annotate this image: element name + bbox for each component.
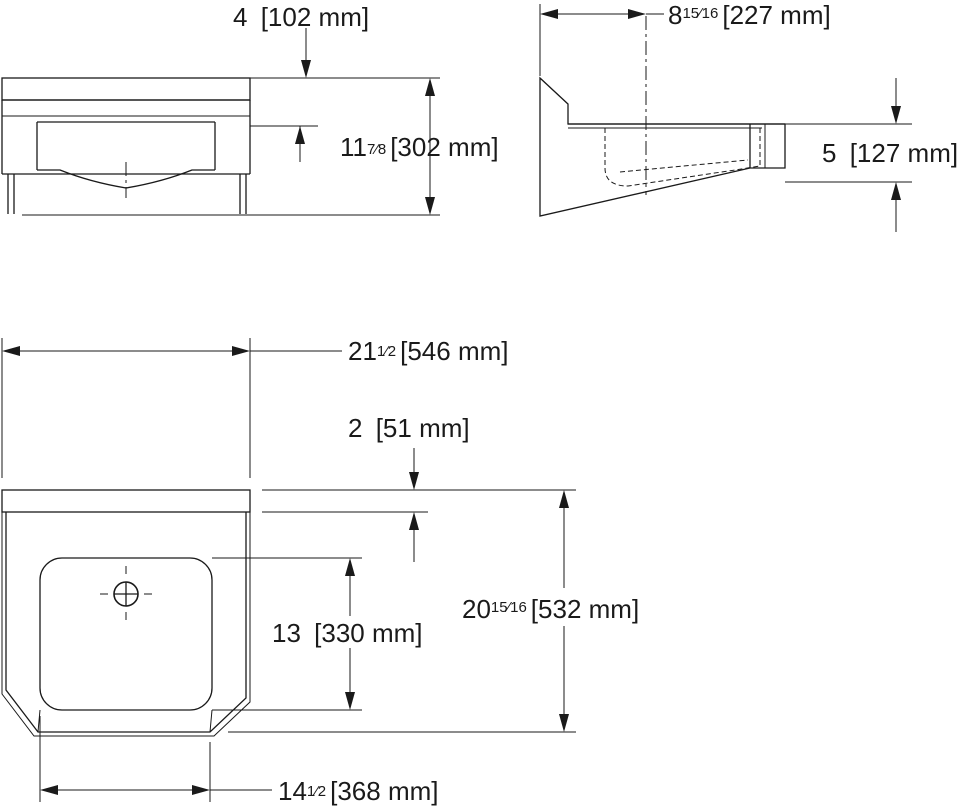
overall-depth-whole: 20 [462, 594, 491, 624]
svg-text:4 [102 mm]: 4 [102 mm] [233, 2, 369, 32]
back-ledge-metric: [51 mm] [376, 413, 470, 443]
side-depth-dimension: 815⁄16[227 mm] [540, 0, 831, 30]
svg-text:5 [127 mm]: 5 [127 mm] [822, 138, 958, 168]
bowl-length-whole: 13 [272, 618, 301, 648]
overall-depth-metric: [532 mm] [531, 594, 639, 624]
svg-text:13 [330 mm]: 13 [330 mm] [272, 618, 423, 648]
top-depth-whole: 4 [233, 2, 247, 32]
bowl-depth-whole: 5 [822, 138, 836, 168]
bowl-depth-dimension: 5 [127 mm] [822, 78, 958, 232]
side-elevation-view [539, 4, 912, 217]
front-height-whole: 11 [340, 132, 367, 162]
svg-text:141⁄2[368 mm]: 141⁄2[368 mm] [278, 776, 439, 806]
side-depth-frac: 15⁄16 [682, 5, 718, 22]
bowl-length-metric: [330 mm] [314, 618, 422, 648]
bowl-width-dimension: 141⁄2[368 mm] [40, 776, 439, 806]
overall-width-metric: [546 mm] [400, 336, 508, 366]
overall-depth-frac: 15⁄16 [491, 599, 527, 616]
back-ledge-whole: 2 [348, 413, 362, 443]
top-depth-metric: [102 mm] [261, 2, 369, 32]
overall-width-frac: 1⁄2 [377, 343, 396, 360]
bowl-width-frac: 1⁄2 [307, 783, 326, 800]
bowl-depth-metric: [127 mm] [850, 138, 958, 168]
front-elevation-view [1, 77, 440, 216]
side-depth-whole: 8 [668, 0, 682, 30]
bowl-width-whole: 14 [278, 776, 307, 806]
svg-text:2 [51 mm]: 2 [51 mm] [348, 413, 470, 443]
side-depth-metric: [227 mm] [722, 0, 830, 30]
bowl-length-dimension: 13 [330 mm] [272, 558, 423, 710]
front-height-metric: [302 mm] [390, 132, 498, 162]
svg-text:815⁄16[227 mm]: 815⁄16[227 mm] [668, 0, 831, 30]
plan-view [1, 338, 576, 802]
overall-depth-dimension: 2015⁄16[532 mm] [462, 490, 639, 732]
top-depth-dimension: 4 [102 mm] [233, 2, 369, 162]
svg-text:117⁄8[302 mm]: 117⁄8[302 mm] [340, 132, 499, 162]
overall-width-dimension: 211⁄2[546 mm] [2, 336, 509, 366]
svg-text:211⁄2[546 mm]: 211⁄2[546 mm] [348, 336, 509, 366]
bowl-width-metric: [368 mm] [330, 776, 438, 806]
front-height-frac: 7⁄8 [367, 141, 386, 158]
svg-text:2015⁄16[532 mm]: 2015⁄16[532 mm] [462, 594, 639, 624]
overall-width-whole: 21 [348, 336, 377, 366]
front-height-dimension: 117⁄8[302 mm] [340, 78, 499, 215]
back-ledge-dimension: 2 [51 mm] [348, 413, 470, 562]
